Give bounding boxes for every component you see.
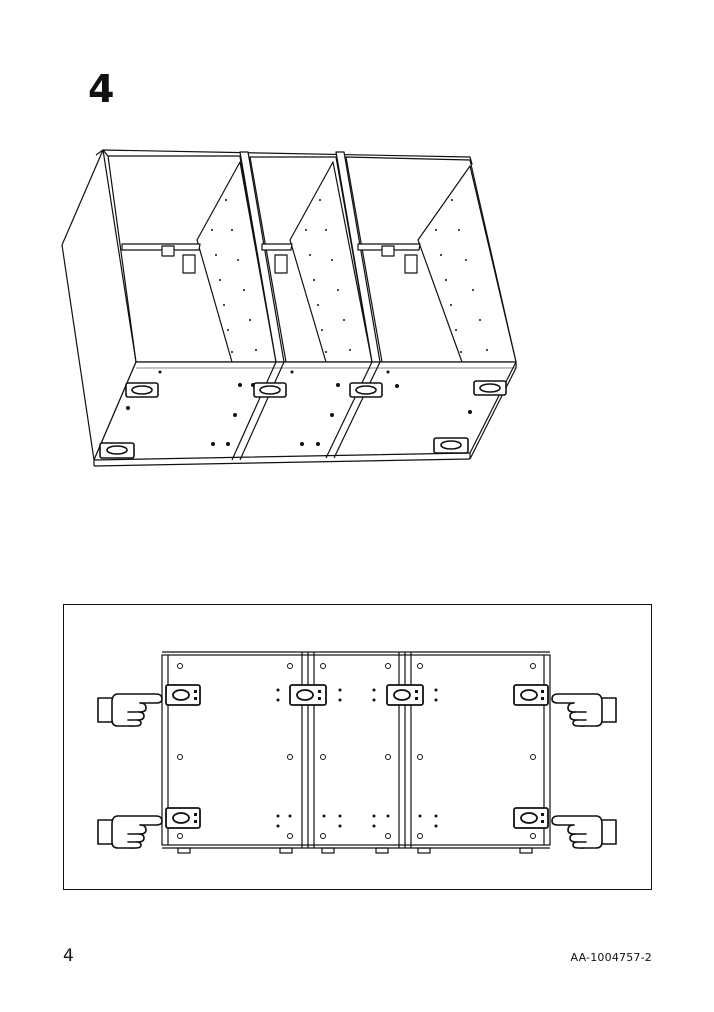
cabinet-assembly-illustration xyxy=(61,149,517,467)
document-code: AA-1004757-2 xyxy=(570,951,652,964)
detail-box xyxy=(63,604,652,890)
step-number: 4 xyxy=(88,67,115,111)
page-number: 4 xyxy=(63,946,74,966)
